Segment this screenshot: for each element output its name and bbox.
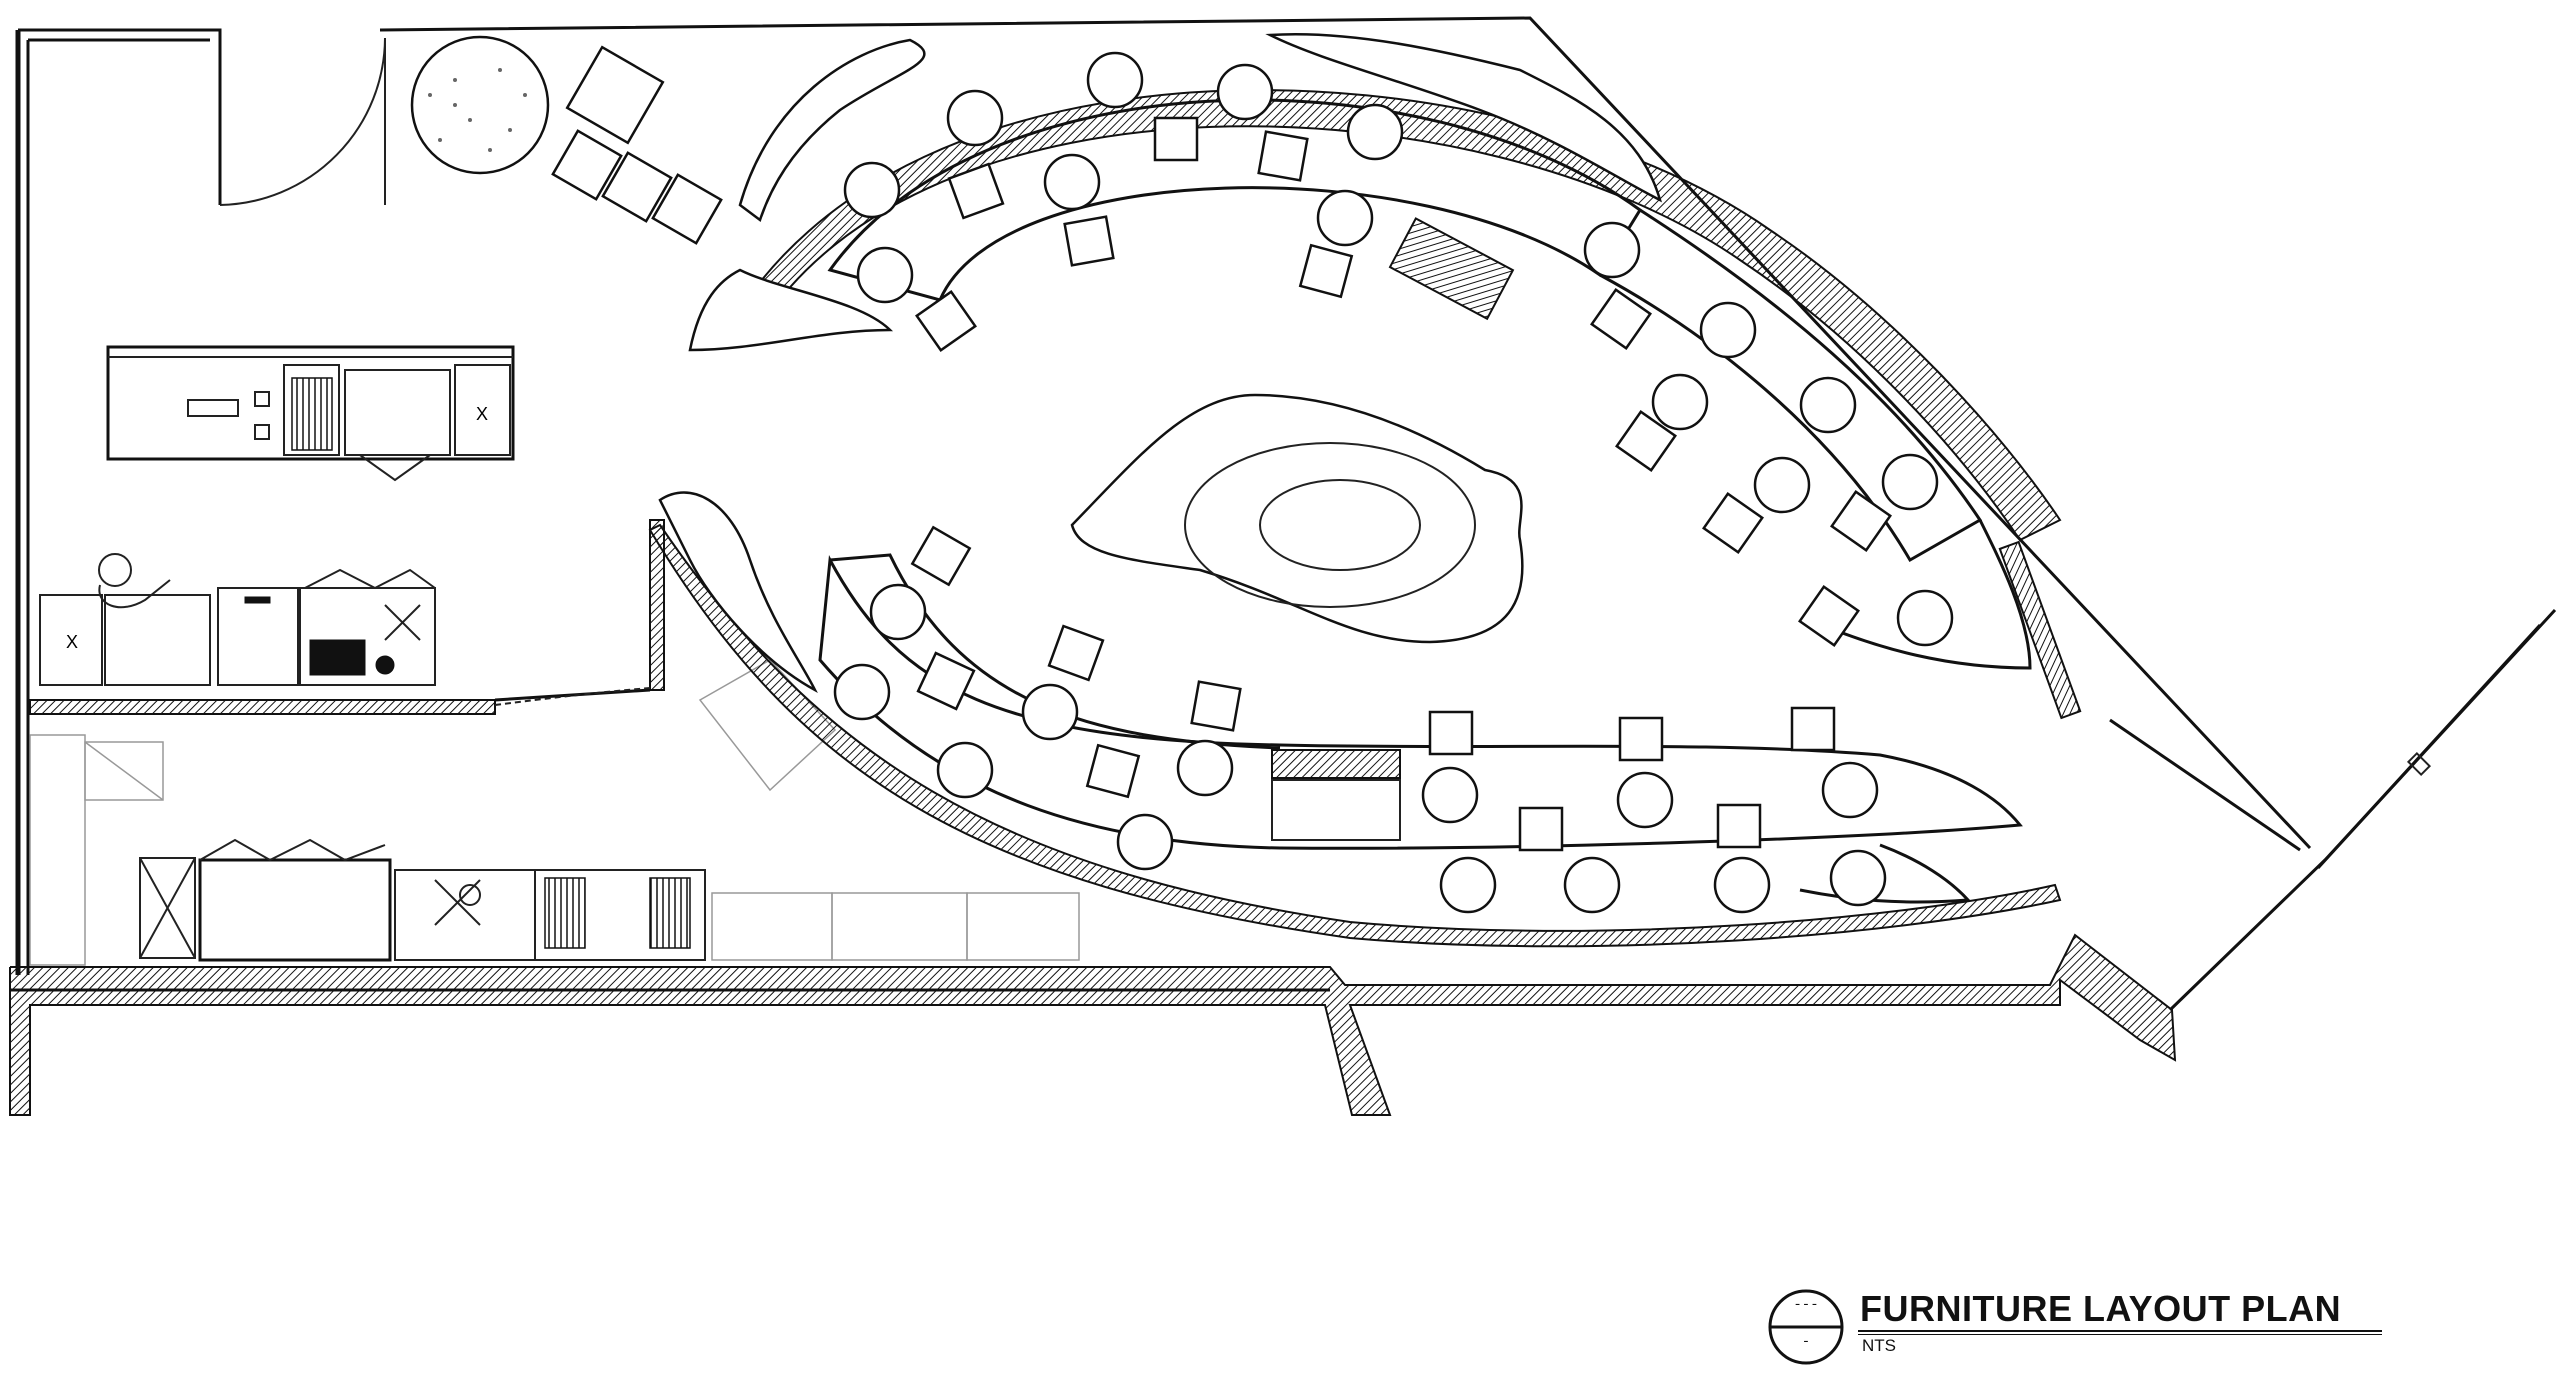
section-sheet: - — [1801, 1334, 1811, 1350]
lower-bar-chairs — [910, 525, 1836, 852]
section-number: --- — [1793, 1297, 1819, 1313]
entrance-round-table — [410, 35, 723, 245]
lower-bar-stools — [833, 583, 1887, 914]
kitchen-line-lower — [29, 659, 1080, 966]
entrance-door — [219, 37, 386, 206]
drawing-scale: NTS — [1862, 1336, 1896, 1355]
upper-bar-stools — [843, 51, 1954, 647]
title-underline — [1858, 1330, 2382, 1332]
service-counter: X — [106, 345, 515, 482]
section-mark-symbol — [1768, 1289, 1844, 1365]
right-entry-wall — [1998, 540, 2301, 852]
planter-rocks — [658, 32, 1662, 694]
upper-bar-chairs — [915, 116, 1892, 647]
lower-curved-bar — [648, 523, 2062, 948]
drawing-title: FURNITURE LAYOUT PLAN — [1860, 1288, 2342, 1329]
equipment-mark: X — [476, 404, 488, 424]
equipment-mark: X — [66, 632, 78, 652]
central-feature — [1070, 393, 1524, 644]
upper-curved-bar — [723, 51, 2062, 670]
kitchen-line-upper: X — [29, 519, 665, 715]
exterior-walls — [9, 16, 2557, 1116]
title-underline-secondary — [1858, 1334, 2382, 1335]
